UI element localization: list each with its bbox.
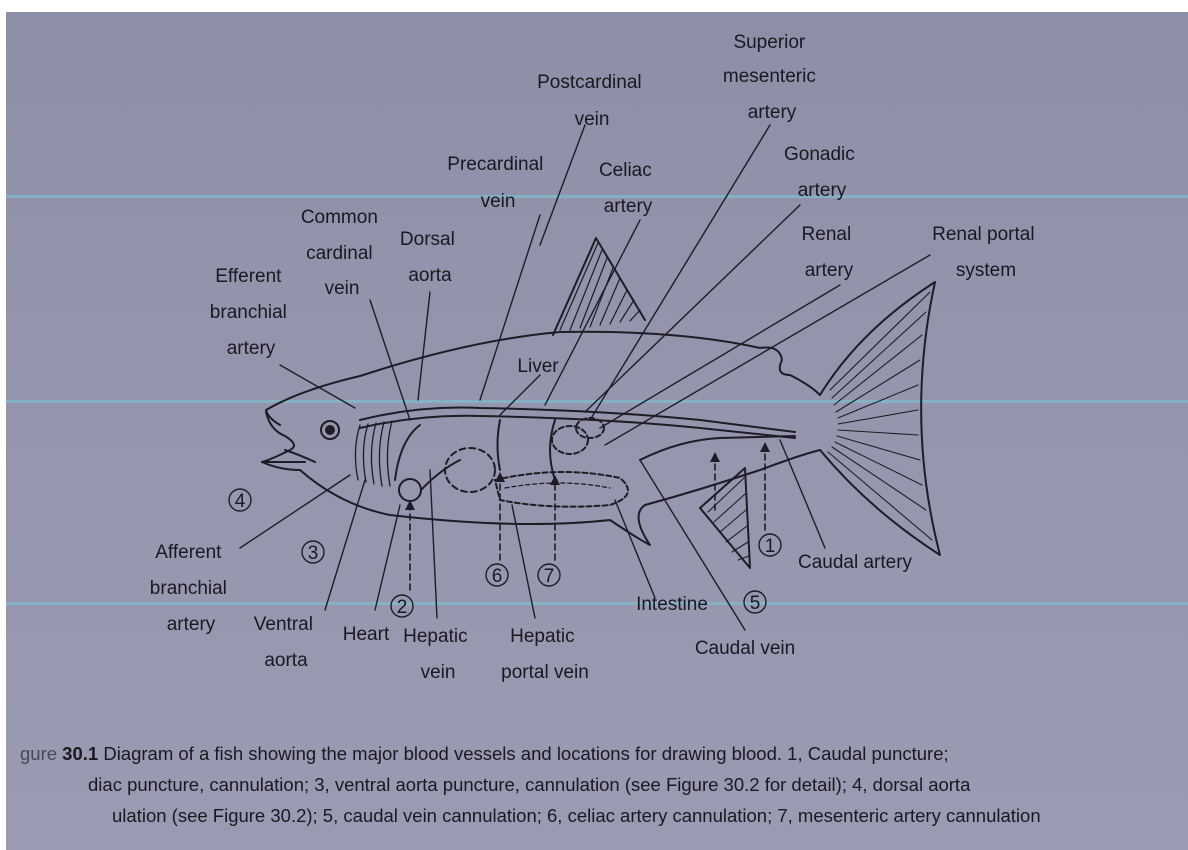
caption-line-3: ulation (see Figure 30.2); 5, caudal vei… (20, 800, 1182, 831)
caudal-fin-rays (828, 292, 932, 540)
site-number-3: 3 (308, 543, 319, 564)
puncture-arrows (410, 445, 765, 590)
label-common-cardinal-vein: Common cardinal vein (301, 207, 383, 299)
liver-shape (445, 448, 495, 492)
label-intestine: Intestine (636, 594, 708, 615)
label-superior-mesenteric-artery: Superior mesenteric artery (723, 32, 821, 123)
caption-line-2: diac puncture, cannulation; 3, ventral a… (20, 769, 1182, 800)
label-liver: Liver (517, 356, 559, 377)
label-hepatic-vein: Hepatic vein (403, 626, 473, 683)
label-efferent-branchial-artery: Efferent branchial artery (210, 266, 292, 359)
gill-arches (355, 421, 392, 486)
figure-caption: gure 30.1 Diagram of a fish showing the … (20, 738, 1182, 831)
label-ventral-aorta: Ventral aorta (254, 614, 318, 671)
site-number-2: 2 (397, 597, 408, 618)
caption-prefix: gure (20, 743, 57, 764)
caudal-vein-vessel (640, 436, 795, 460)
heart-shape (399, 479, 421, 501)
site-number-4: 4 (235, 491, 246, 512)
caption-text-1: Diagram of a fish showing the major bloo… (103, 743, 948, 764)
caption-figure-number: 30.1 (62, 743, 98, 764)
site-number-5: 5 (750, 593, 761, 614)
label-afferent-branchial-artery: Afferent branchial artery (150, 542, 232, 635)
label-caudal-artery: Caudal artery (798, 552, 913, 573)
label-celiac-artery: Celiac artery (599, 160, 657, 217)
label-hepatic-portal-vein: Hepatic portal vein (501, 626, 589, 683)
labels: Superior mesenteric artery Postcardinal … (150, 32, 1040, 683)
intestine-shape (495, 472, 628, 507)
label-heart: Heart (343, 624, 390, 645)
label-precardinal-vein: Precardinal vein (447, 154, 548, 212)
label-renal-artery: Renal artery (802, 224, 857, 281)
site-number-6: 6 (492, 566, 503, 587)
dorsal-fin-rays (560, 243, 640, 330)
label-postcardinal-vein: Postcardinal vein (537, 72, 647, 130)
label-dorsal-aorta: Dorsal aorta (400, 229, 460, 286)
caption-line-1: gure 30.1 Diagram of a fish showing the … (20, 738, 1182, 769)
site-number-1: 1 (765, 536, 776, 557)
site-number-7: 7 (544, 566, 555, 587)
label-gonadic-artery: Gonadic artery (784, 144, 860, 201)
label-caudal-vein: Caudal vein (695, 638, 795, 659)
label-renal-portal-system: Renal portal system (932, 224, 1040, 281)
anal-fin (700, 468, 750, 568)
